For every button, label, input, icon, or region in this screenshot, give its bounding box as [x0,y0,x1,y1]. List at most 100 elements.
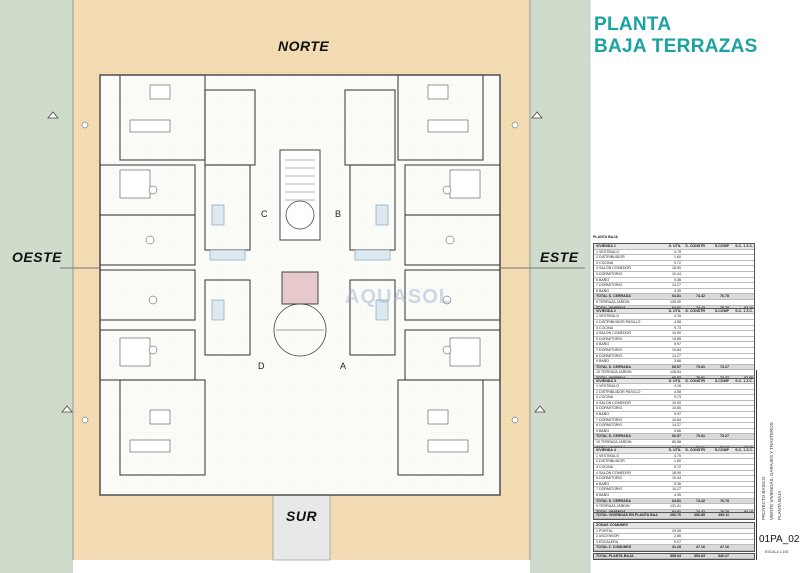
table-cell-value: 29.35 [672,528,681,533]
table-cell-value: S. CONSTR [685,308,705,313]
table-cell-value [730,278,754,283]
grass-area-east [530,0,590,573]
table-cell-value [730,423,754,428]
table-cell-value [730,266,754,271]
table-cell-value: 74.42 [696,498,705,503]
table-cell-label: 9 TERRAZA JARDIN [596,299,630,304]
table-cell-value [730,504,754,509]
table-cell-label: 3 ESCALERA [596,539,619,544]
table-cell-value [730,390,754,395]
table-cell-value: 82.10 [730,510,754,515]
table-cell-value [682,440,706,445]
table-cell-value [706,359,730,364]
table-cell-value: 4.58 [674,319,681,324]
table-cell-label: 9 BAÑO [596,428,610,433]
compass-west-label: OESTE [12,249,62,265]
table-cell-value [682,418,706,423]
table-cell-label: 10 TERRAZA JARDIN [596,370,632,375]
table-cell-label: 2 DISTRIBUIDOR PASILLO [596,389,641,394]
table-cell-value [730,513,754,518]
table-cell-value [682,348,706,353]
table-cell-label: 7 DORMITORIO [596,283,623,288]
table-cell-value [730,384,754,389]
table-cell-value: 4.35 [674,288,681,293]
table-cell-value [682,250,706,255]
table-cell-value [730,418,754,423]
table-cell-value [706,261,730,266]
table-cell-value [730,272,754,277]
table-cell-label: 3 COCINA [596,464,613,469]
table-cell-value: 9.73 [674,325,681,330]
table-cell-value: 131.41 [670,504,681,509]
table-cell-value: 5.36 [674,277,681,282]
table-cell-value [730,337,754,342]
table-cell-value [682,401,706,406]
side-label-description: VIENTE VIVIENDAS, GARAJES Y TRASTEROS [769,422,774,520]
table-cell-value [730,320,754,325]
furniture [119,84,481,453]
table-cell-value: 4.75 [674,249,681,254]
table-cell-value [682,406,706,411]
table-cell-value: 66.57 [672,364,681,369]
bathroom-fixtures [209,204,391,321]
table-cell-value [682,534,706,539]
table-cell-value: 14.27 [672,353,681,358]
table-cell-value [706,418,730,423]
table-cell-value [730,331,754,336]
table-cell-label: 7 DORMITORIO [596,347,623,352]
table-cell-value: 19.90 [672,400,681,405]
table-cell-value: 18.90 [672,470,681,475]
table-cell-value: 73.27 [720,364,729,369]
table-cell-value [730,471,754,476]
table-cell-label: TOTAL S. CERRADA [596,294,631,299]
table-cell-value [682,342,706,347]
table-cell-value [730,523,754,528]
table-cell-value: 76.78 [720,294,729,299]
scale-note: ESCALA 1:100 [765,550,789,554]
table-cell-label: TOTAL VIVIENDA [594,306,658,311]
table-cell-value [682,423,706,428]
table-cell-value: 10.85 [672,336,681,341]
table-cell-value: S.COMP [714,378,729,383]
table-cell-value: S. CONSTR [685,378,705,383]
table-cell-value: S. UTIL [668,308,681,313]
table-cell-label: ZONAS COMUNES [596,523,628,527]
table-cell-value [730,545,754,550]
sheet-code: 01PA_02 [759,534,800,545]
table-cell-value [730,412,754,417]
table-cell-value: 66.57 [672,434,681,439]
table-cell-value [730,440,754,445]
stair-circle-north [285,200,315,230]
table-cell-label: 2 ASCENSOR [596,534,619,539]
table-header-row: ZONAS COMUNES [594,523,754,529]
table-cell-value [730,294,754,299]
table-cell-label: 1 VESTIBULO [596,453,620,458]
table-cell-value: 19.90 [672,331,681,336]
table-cell-value: 14.27 [672,423,681,428]
stair-core-north [279,149,321,241]
table-cell-value: 4.58 [674,389,681,394]
stair-letter-a: A [340,361,347,371]
table-cell-value [706,314,730,319]
table-cell-value [730,326,754,331]
table-cell-value: 85.58 [672,440,681,445]
table-cell-value: 4.15 [674,314,681,319]
table-cell-value [706,523,730,528]
